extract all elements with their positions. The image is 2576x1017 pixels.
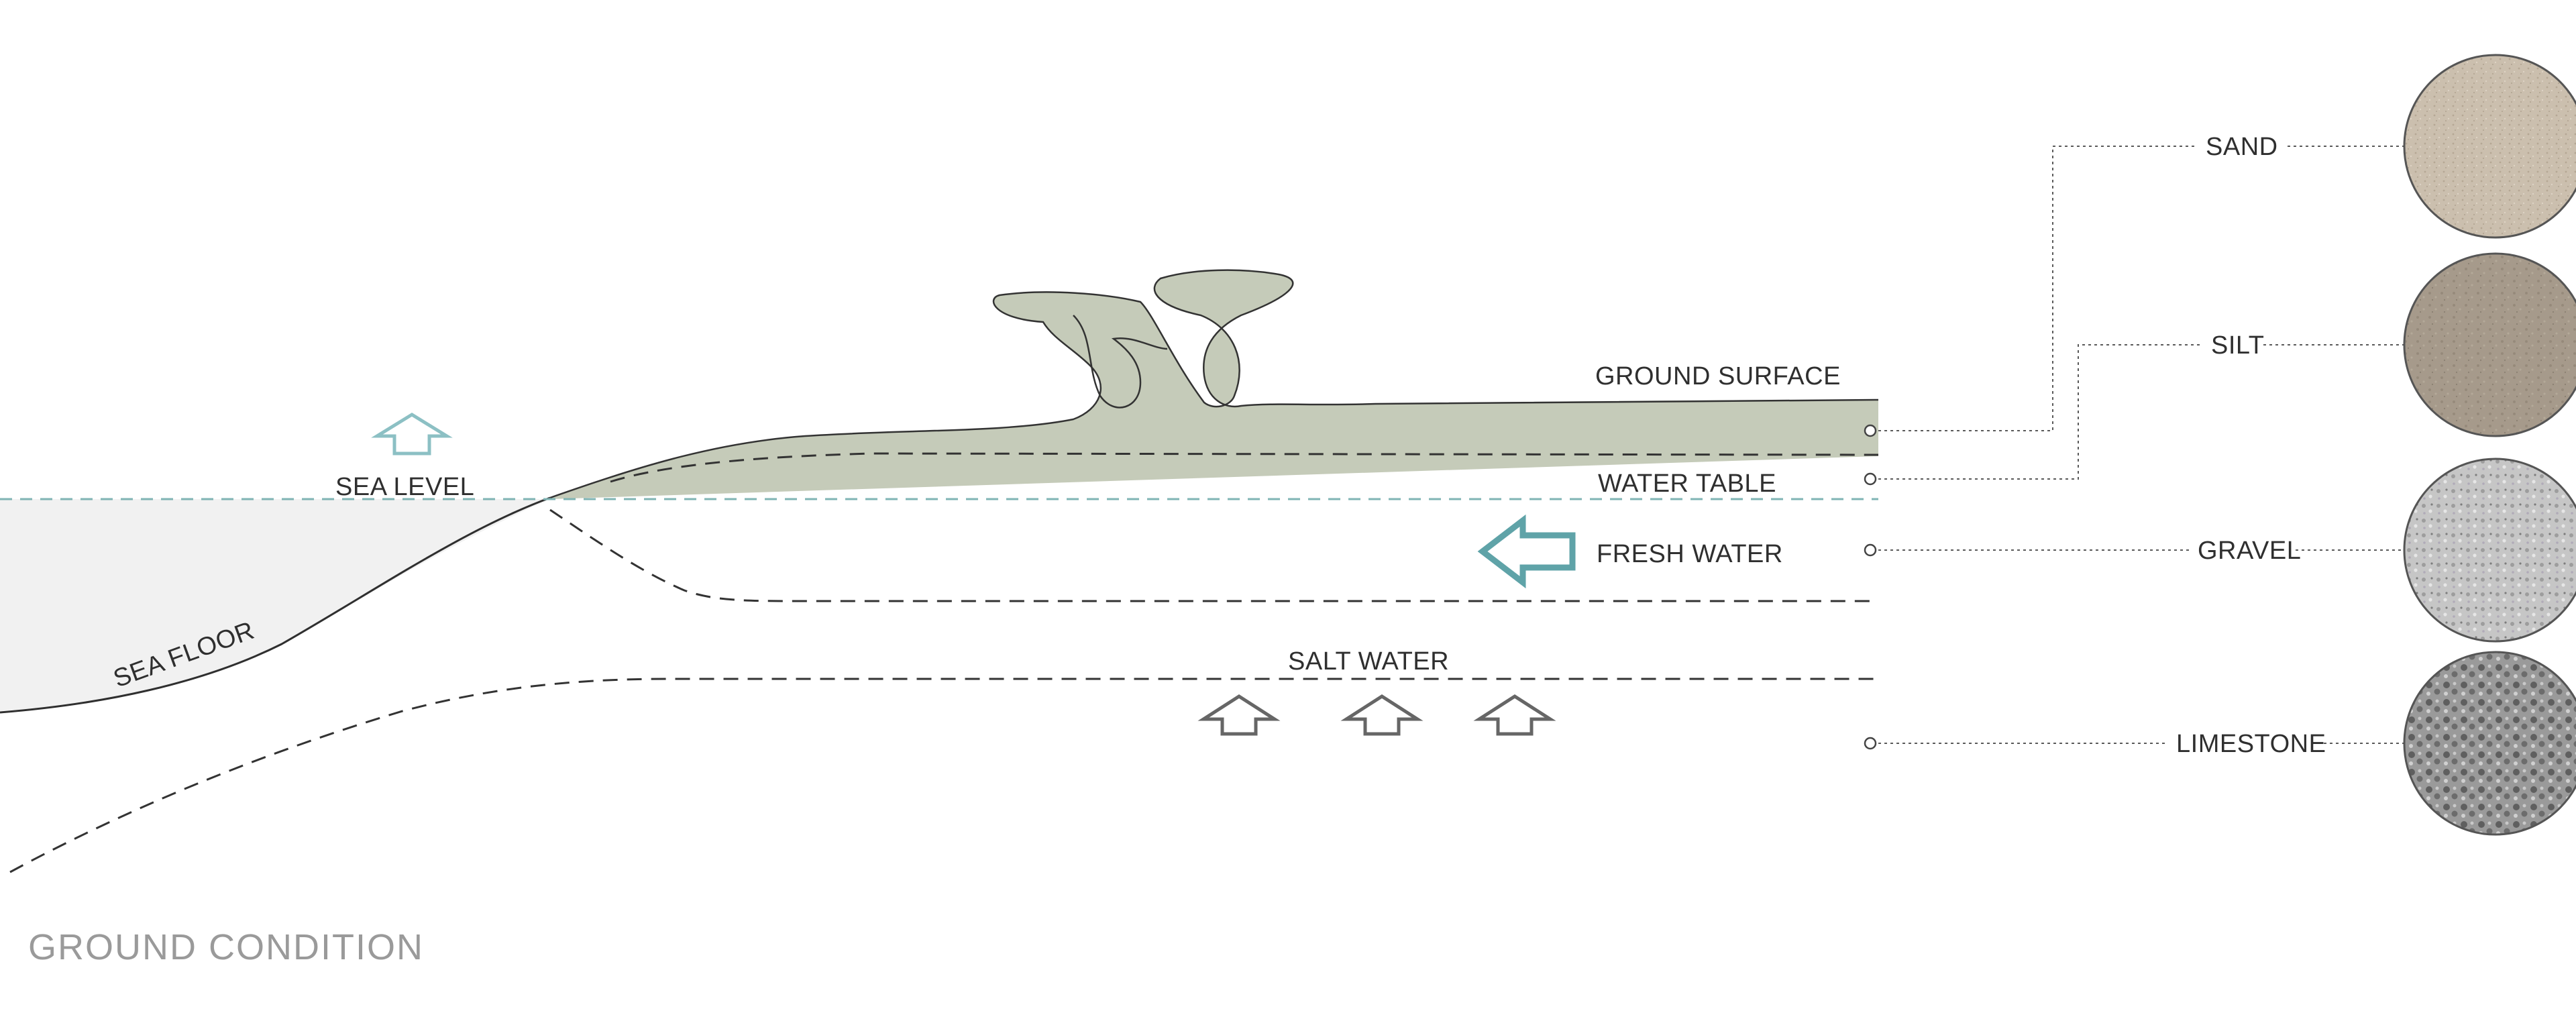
limestone-node	[1864, 737, 1877, 750]
material-label-sand: SAND	[2206, 133, 2278, 161]
sand-swatch	[2403, 54, 2576, 239]
sea-body	[0, 499, 550, 711]
sea-level-rise-arrow	[371, 413, 453, 456]
fresh-water-flow-arrow	[1477, 514, 1576, 589]
water-table-label: WATER TABLE	[1598, 470, 1776, 498]
material-label-gravel: GRAVEL	[2198, 537, 2301, 565]
ground-mass	[550, 270, 1878, 499]
material-label-limestone: LIMESTONE	[2176, 730, 2326, 758]
fresh-water-node	[1864, 543, 1877, 557]
salt-water-rise-arrow	[1197, 694, 1281, 736]
diagram-title: GROUND CONDITION	[28, 927, 424, 967]
ground-surface-node	[1864, 424, 1877, 437]
water-table-line	[610, 452, 1879, 483]
silt-swatch	[2403, 252, 2576, 437]
silt-leader-line	[1878, 344, 2202, 480]
salt-water-rise-arrow	[1473, 694, 1556, 736]
ground-surface-label: GROUND SURFACE	[1595, 362, 1841, 390]
sand-leader-line	[1878, 146, 2198, 431]
water-table-node	[1864, 472, 1877, 486]
fresh-water-label: FRESH WATER	[1597, 540, 1783, 568]
fresh-water-boundary	[549, 508, 1878, 602]
salt-water-rise-arrow	[1340, 694, 1424, 736]
limestone-swatch	[2403, 651, 2576, 836]
sea-floor-line	[0, 496, 551, 714]
material-label-silt: SILT	[2211, 331, 2264, 360]
sea-level-label: SEA LEVEL	[335, 473, 474, 501]
vegetation-tangle	[1073, 315, 1168, 409]
ground-surface-line	[549, 269, 1879, 499]
salt-water-boundary	[9, 678, 1878, 873]
salt-water-label: SALT WATER	[1288, 647, 1449, 676]
gravel-swatch	[2403, 458, 2576, 643]
